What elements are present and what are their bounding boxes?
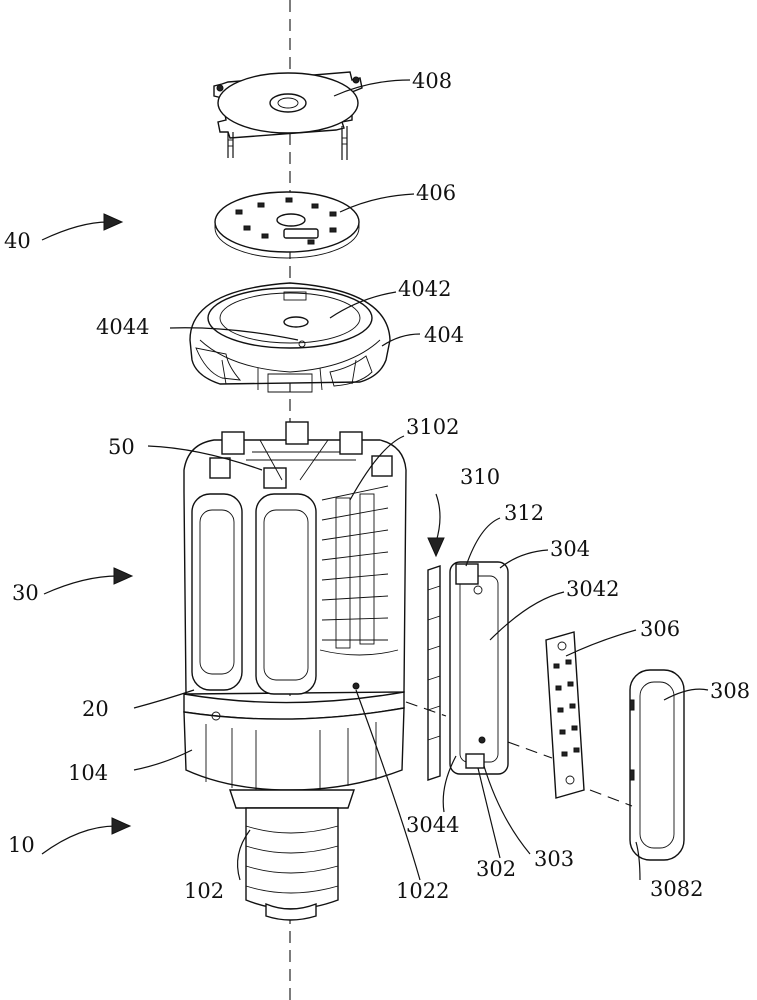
part-406-board [215, 192, 359, 258]
label-304: 304 [550, 537, 590, 561]
part-306-strip [546, 632, 584, 798]
label-104: 104 [68, 761, 108, 785]
label-3102: 3102 [406, 415, 459, 439]
label-404: 404 [424, 323, 464, 347]
label-10: 10 [8, 833, 35, 857]
label-20: 20 [82, 697, 109, 721]
part-308-cover [630, 670, 684, 860]
label-40: 40 [4, 229, 31, 253]
label-303: 303 [534, 847, 574, 871]
label-4042: 4042 [398, 277, 451, 301]
part-408-top-plate [214, 72, 362, 160]
label-1022: 1022 [396, 879, 449, 903]
label-50: 50 [108, 435, 135, 459]
label-4044: 4044 [96, 315, 149, 339]
label-408: 408 [412, 69, 452, 93]
label-3044: 3044 [406, 813, 459, 837]
label-306: 306 [640, 617, 680, 641]
part-310-side-module [428, 562, 508, 780]
label-406: 406 [416, 181, 456, 205]
label-312: 312 [504, 501, 544, 525]
label-102: 102 [184, 879, 224, 903]
label-308: 308 [710, 679, 750, 703]
part-404-cap [190, 283, 390, 392]
part-102-base [230, 790, 354, 920]
part-104-housing [184, 708, 404, 790]
label-302: 302 [476, 857, 516, 881]
label-30: 30 [12, 581, 39, 605]
label-3082: 3082 [650, 877, 703, 901]
label-3042: 3042 [566, 577, 619, 601]
part-30-body [184, 422, 406, 694]
label-310: 310 [460, 465, 500, 489]
